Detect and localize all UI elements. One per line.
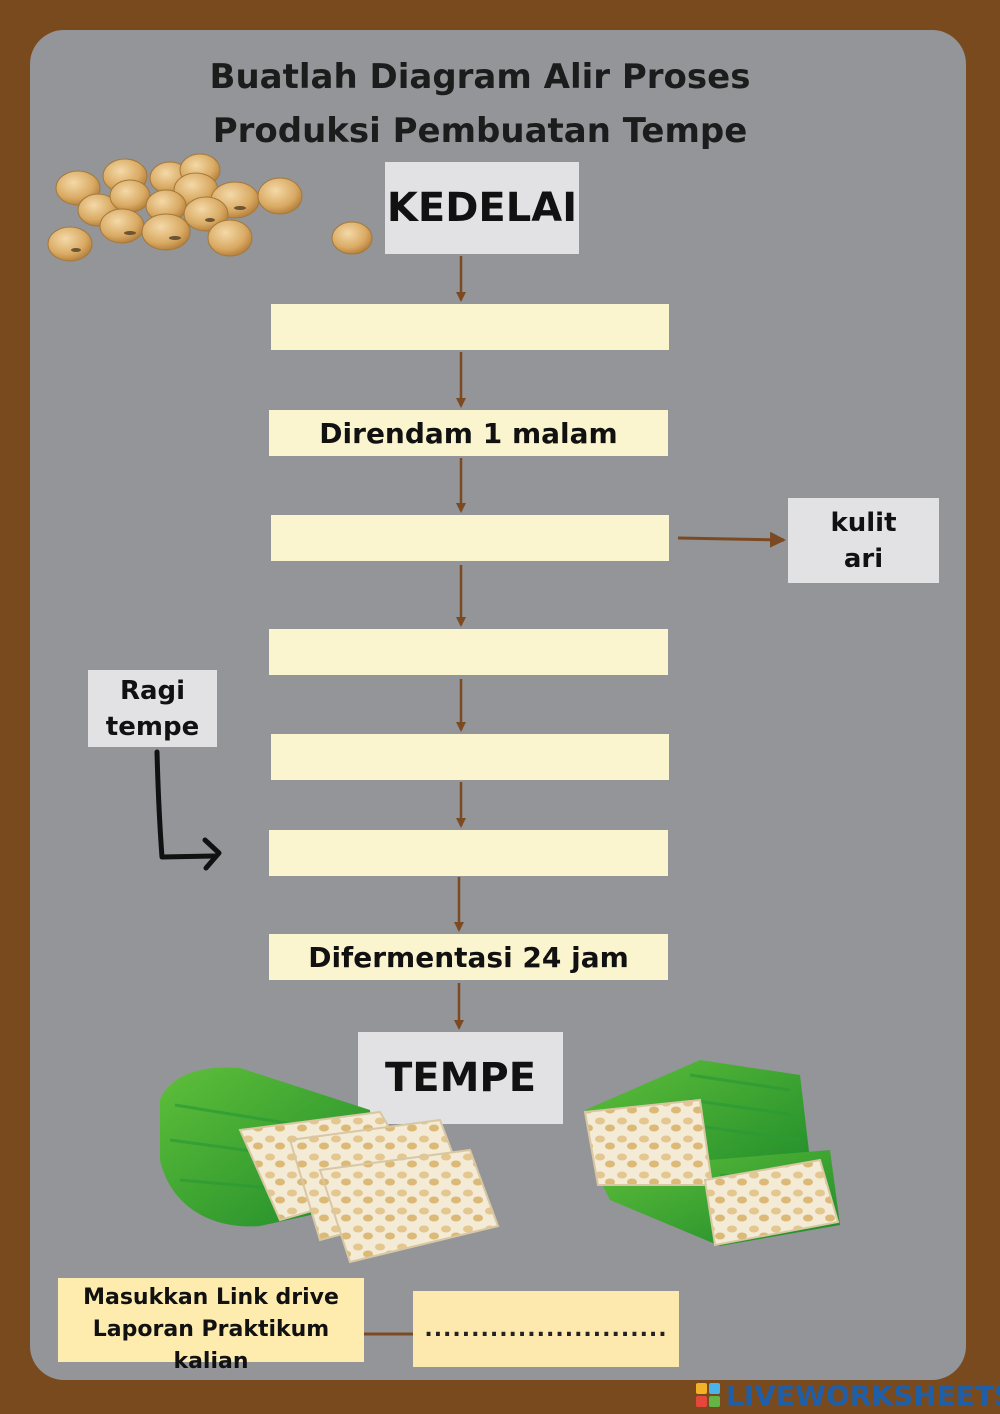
step-4-input[interactable] bbox=[269, 628, 668, 676]
title-line-1: Buatlah Diagram Alir Proses bbox=[209, 57, 751, 97]
side-input-ragi-tempe: Ragi tempe bbox=[88, 670, 217, 747]
step-1-input[interactable] bbox=[271, 303, 669, 351]
step-3-input[interactable] bbox=[271, 514, 669, 562]
brand-text: LIVEWORKSHEETS bbox=[726, 1378, 1000, 1412]
liveworksheets-logo-icon bbox=[696, 1383, 720, 1407]
flow-step-1[interactable] bbox=[271, 303, 669, 351]
flow-step-3[interactable] bbox=[271, 514, 669, 562]
end-label-tempe: TEMPE bbox=[358, 1032, 563, 1124]
step-2-text: Direndam 1 malam bbox=[319, 416, 618, 450]
title-line-2: Produksi Pembuatan Tempe bbox=[212, 111, 748, 151]
side-input-line-2: tempe bbox=[105, 711, 200, 742]
flow-step-6[interactable] bbox=[269, 829, 668, 877]
liveworksheets-logo: LIVEWORKSHEETS bbox=[696, 1378, 1000, 1412]
end-label-text: TEMPE bbox=[384, 1055, 537, 1101]
flow-step-7: Difermentasi 24 jam bbox=[269, 934, 668, 980]
side-output-line-1: kulit bbox=[830, 507, 897, 538]
link-note-line-1: Masukkan Link drive bbox=[83, 1285, 339, 1310]
step-6-input[interactable] bbox=[269, 829, 668, 877]
side-output-kulit-ari: kulit ari bbox=[788, 498, 939, 583]
flow-step-4[interactable] bbox=[269, 628, 668, 676]
flow-step-2: Direndam 1 malam bbox=[269, 410, 668, 456]
flow-step-5[interactable] bbox=[271, 733, 669, 781]
page-title: Buatlah Diagram Alir Proses Produksi Pem… bbox=[160, 50, 800, 158]
link-note-line-2: Laporan Praktikum kalian bbox=[92, 1317, 330, 1374]
link-answer-text: .......................... bbox=[424, 1316, 668, 1342]
link-answer-field[interactable]: .......................... bbox=[413, 1291, 679, 1367]
side-output-line-2: ari bbox=[843, 543, 884, 574]
step-5-input[interactable] bbox=[271, 733, 669, 781]
start-label-kedelai: KEDELAI bbox=[385, 162, 579, 254]
step-7-text: Difermentasi 24 jam bbox=[308, 940, 629, 974]
arrow-to-kulit-ari bbox=[677, 531, 786, 548]
side-input-line-1: Ragi bbox=[119, 675, 186, 706]
start-label-text: KEDELAI bbox=[386, 185, 578, 231]
ragi-arrow bbox=[154, 749, 222, 871]
link-instruction-note: Masukkan Link drive Laporan Praktikum ka… bbox=[58, 1278, 364, 1374]
